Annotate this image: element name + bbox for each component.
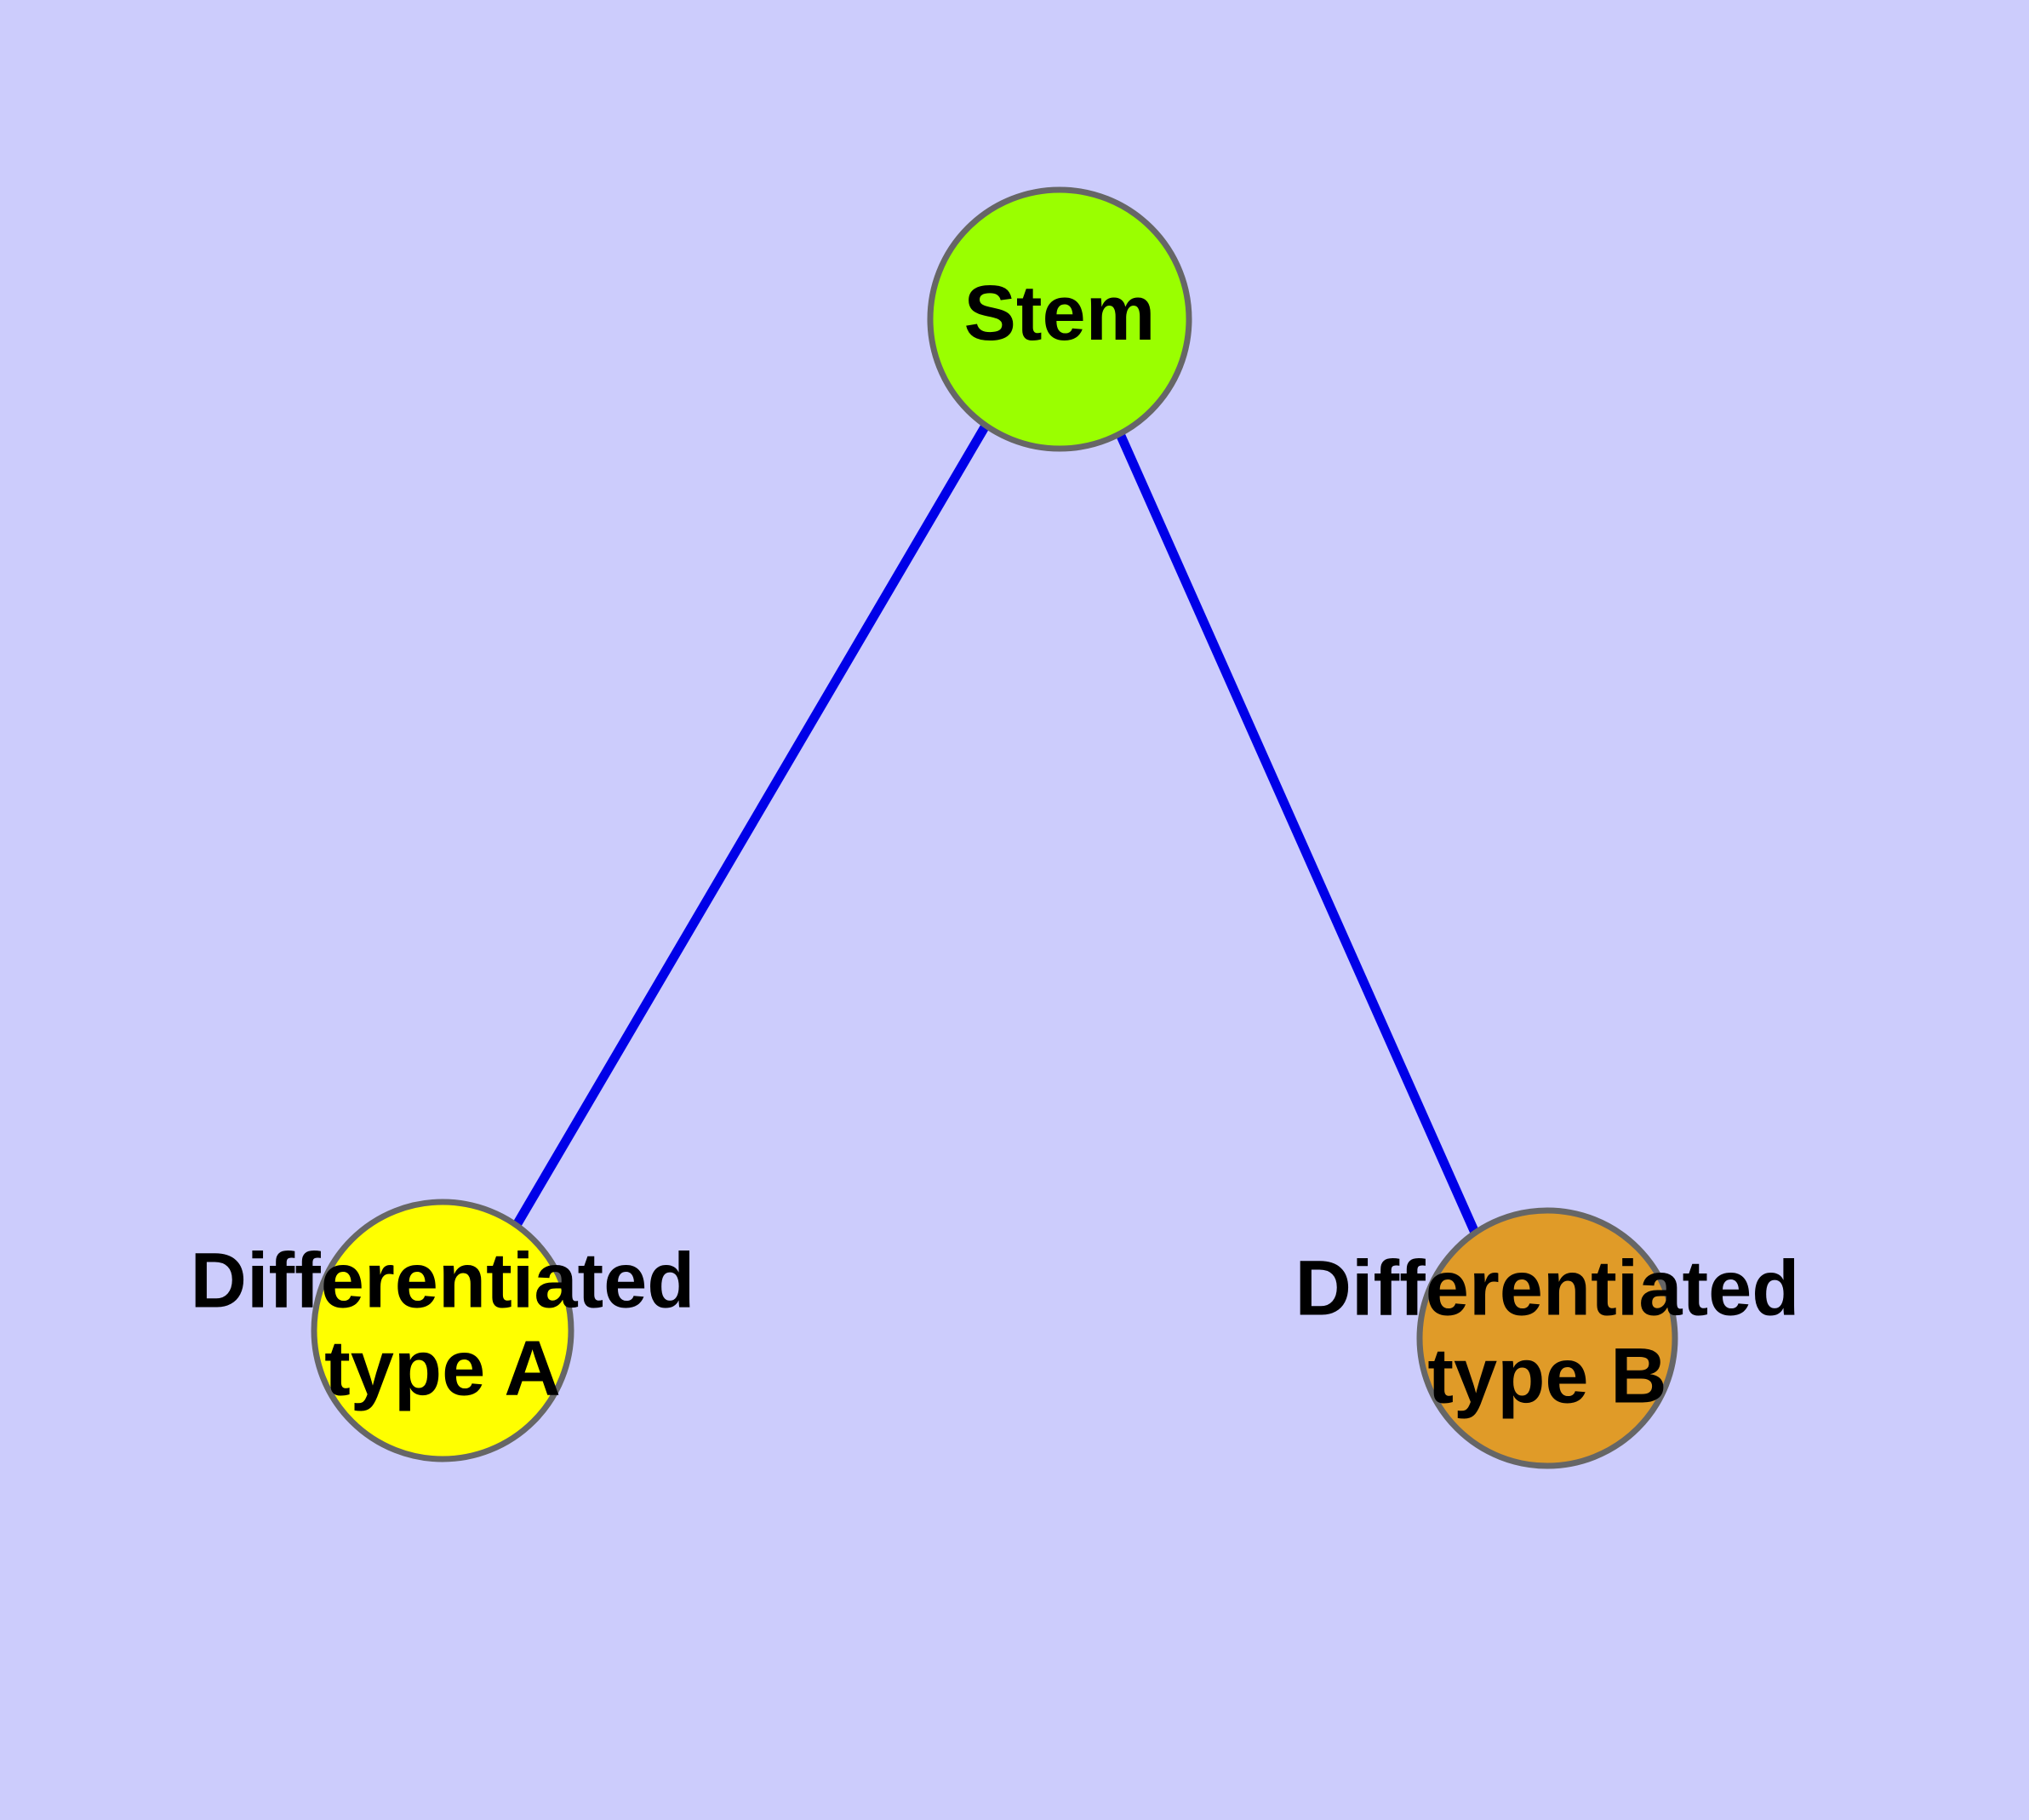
label-line: Stem: [964, 270, 1156, 357]
label-line: type A: [324, 1325, 561, 1412]
node-stem[interactable]: [927, 186, 1192, 452]
node-stem-circle[interactable]: [927, 186, 1192, 452]
node-differentiated-type-a-circle[interactable]: [311, 1199, 574, 1462]
edges-layer: [512, 423, 1480, 1235]
edge-stem-to-differentiated-type-b[interactable]: [1112, 426, 1480, 1235]
label-line: Differentiated: [191, 1238, 695, 1325]
label-line: Differentiated: [1295, 1245, 1800, 1332]
label-line: type B: [1427, 1333, 1666, 1420]
node-differentiated-type-b-circle[interactable]: [1416, 1207, 1678, 1469]
edge-stem-to-differentiated-type-a[interactable]: [512, 423, 990, 1228]
node-differentiated-type-a[interactable]: [311, 1199, 574, 1462]
node-differentiated-type-b[interactable]: [1416, 1207, 1678, 1469]
nodes-layer: [311, 186, 1678, 1469]
node-stem-label: Stem: [964, 270, 1156, 357]
